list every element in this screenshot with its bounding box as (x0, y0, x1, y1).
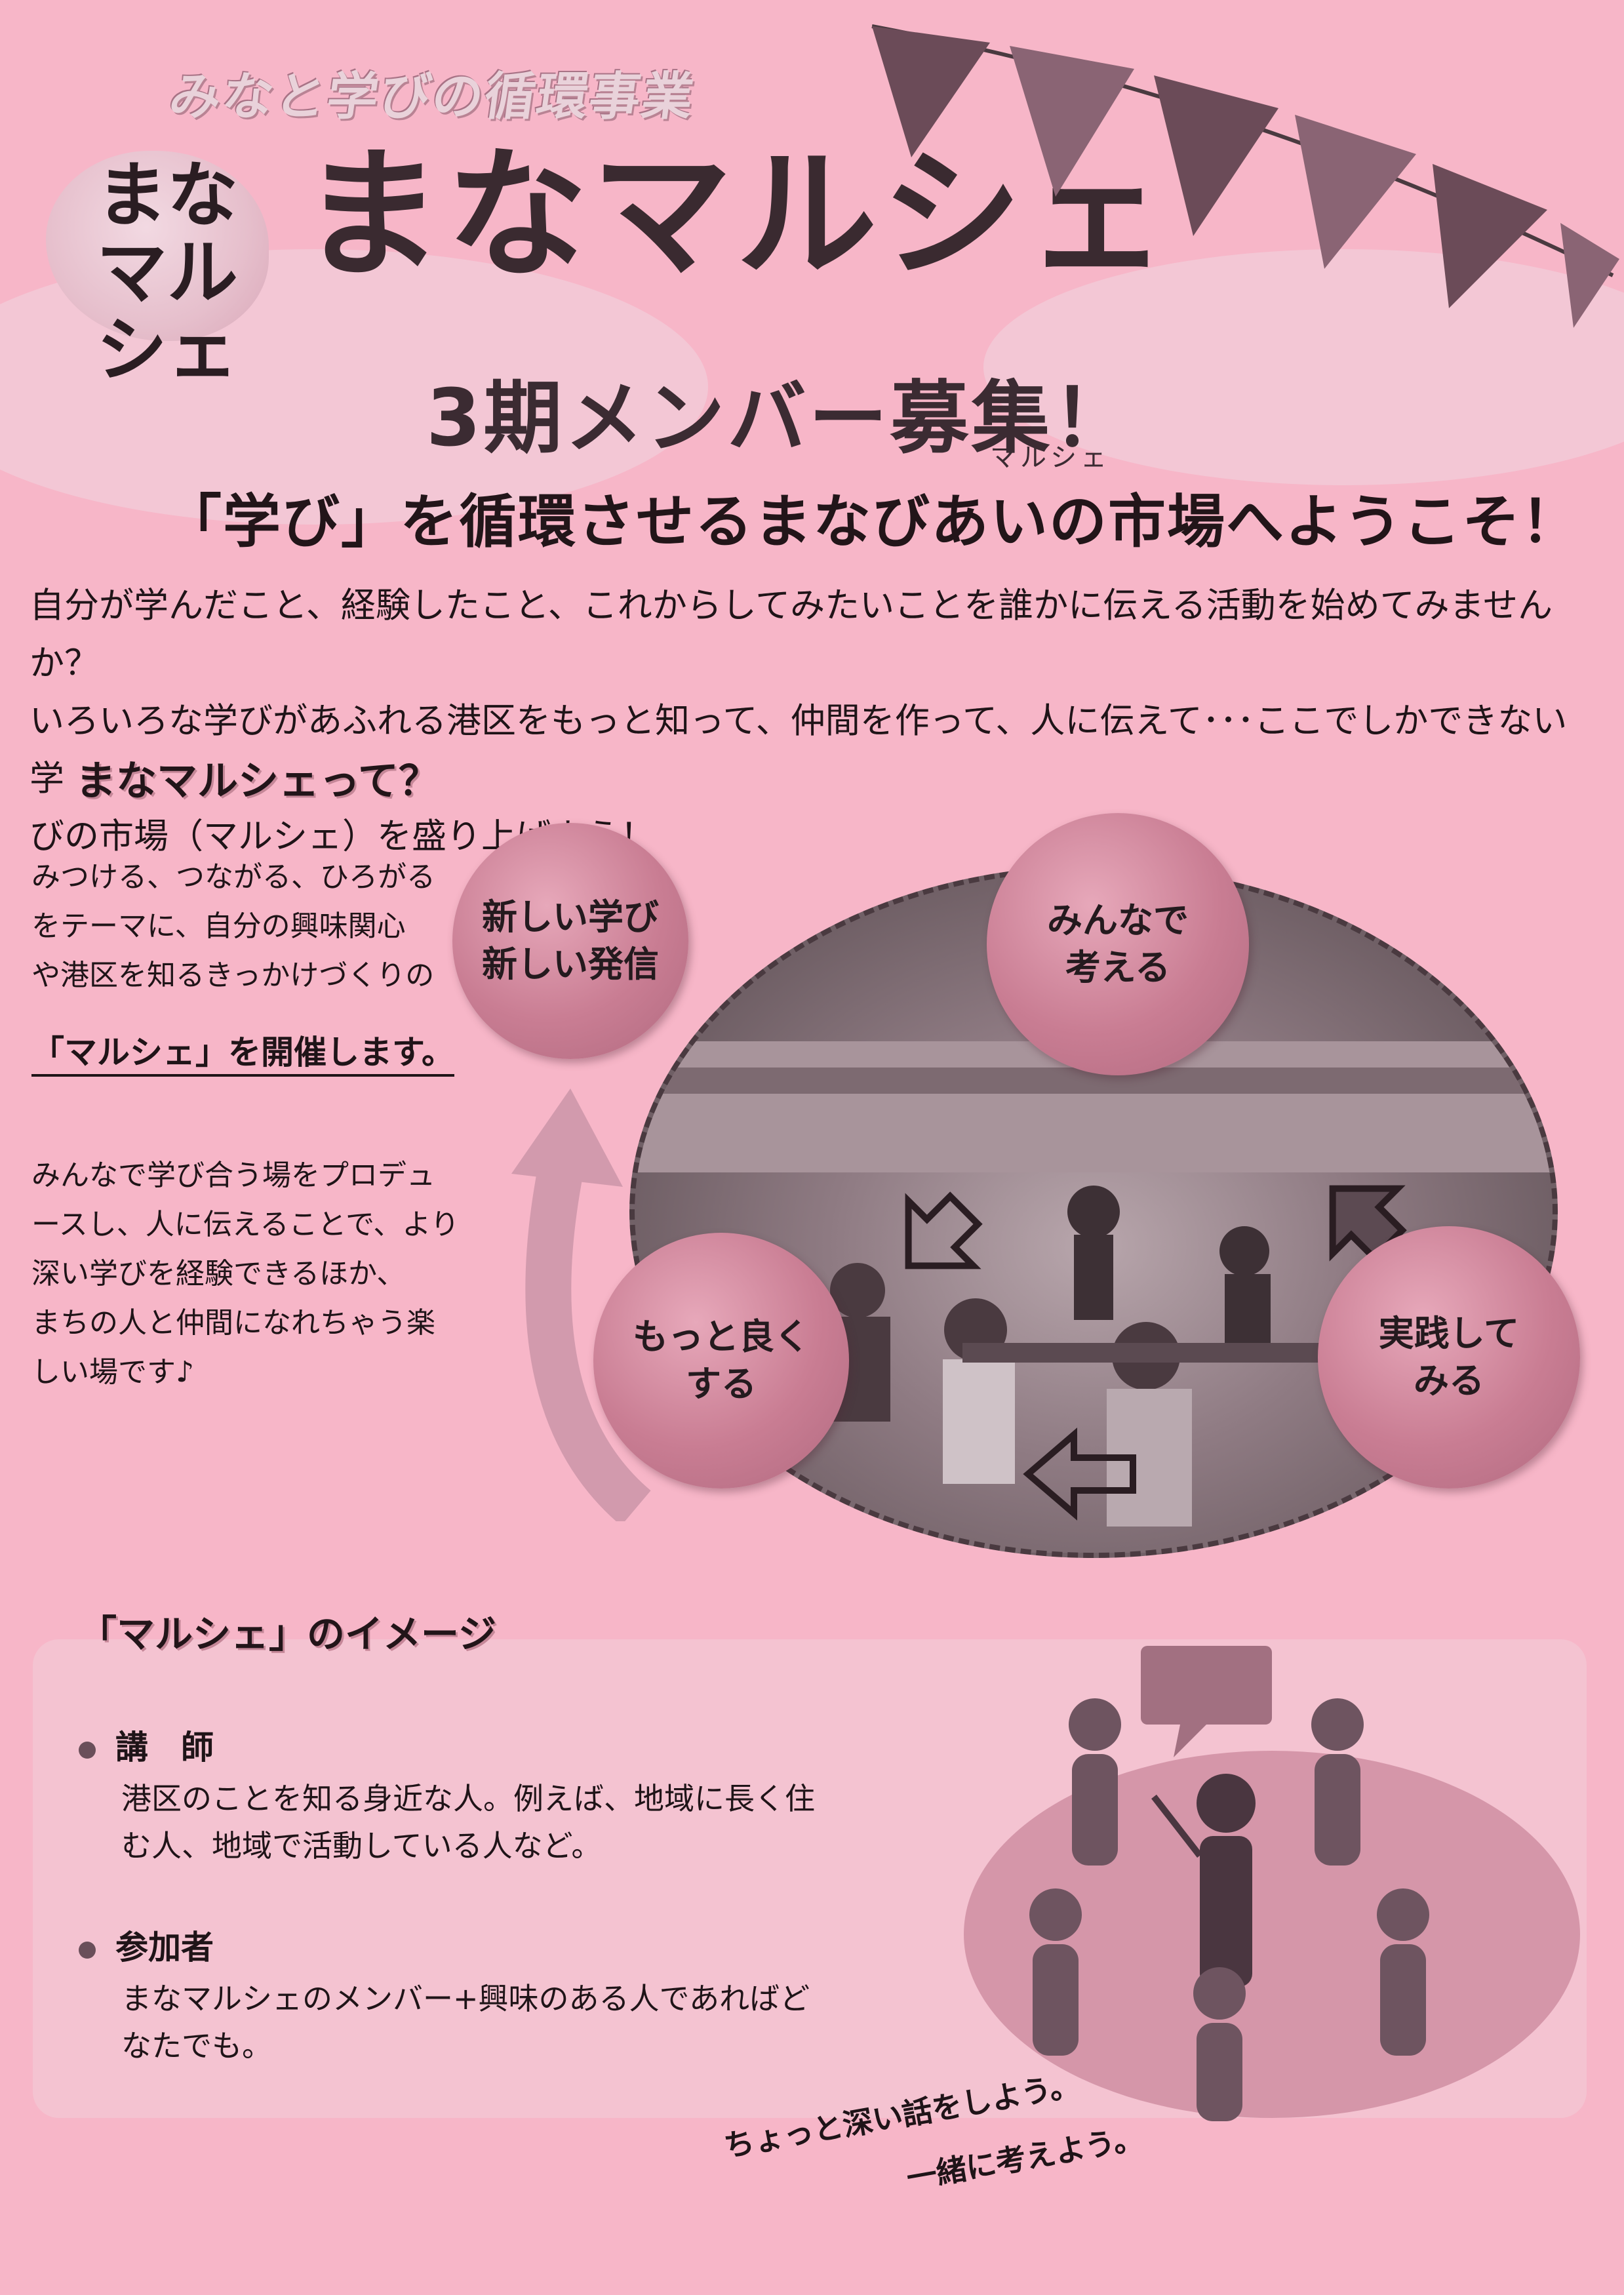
cycle-label: みんなで (1047, 900, 1189, 941)
cycle-label: みる (1413, 1360, 1484, 1401)
bunting-flag (1560, 223, 1619, 328)
about-line: ースし、人に伝えることで、より (31, 1208, 460, 1241)
cycle-improve: もっと良く する (593, 1233, 849, 1488)
lecturer-block: 講 師 港区のことを知る身近な人。例えば、地域に長く住 む人、地域で活動している… (79, 1721, 931, 1869)
cycle-practice: 実践して みる (1318, 1226, 1580, 1488)
bunting-flag (872, 26, 990, 157)
tagline: 「学び」を循環させるまなびあいの市場へようこそ！ (164, 488, 1581, 555)
cycle-new-learning: 新しい学び 新しい発信 (452, 823, 688, 1059)
lecturer-line: む人、地域で活動している人など。 (121, 1828, 602, 1864)
about-para1: みつける、つながる、ひろがる をテーマに、自分の興味関心 や港区を知るきっかけづ… (31, 852, 477, 1000)
participant-line: なたでも。 (121, 2028, 272, 2064)
recruit-heading: 3期メンバー募集！ (426, 373, 1134, 464)
cycle-label: 考える (1065, 947, 1171, 988)
bunting-flag (1295, 115, 1416, 269)
intro-line: 自分が学んだこと、経験したこと、これからしてみたいことを誰かに伝える活動を始めて… (30, 586, 1553, 683)
cycle-think-together: みんなで 考える (987, 813, 1249, 1075)
people-illustration (964, 1646, 1580, 2121)
curved-arrow-icon (511, 1088, 651, 1521)
about-para2: みんなで学び合う場をプロデュ ースし、人に伝えることで、より 深い学びを経験でき… (31, 1151, 477, 1397)
lecturer-line: 港区のことを知る身近な人。例えば、地域に長く住 (121, 1781, 815, 1816)
cycle-label: する (686, 1363, 757, 1405)
series-label: みなと学びの循環事業 (165, 68, 699, 127)
about-line: 深い学びを経験できるほか、 (31, 1257, 406, 1290)
person-icon (1029, 1888, 1082, 2056)
person-icon (1377, 1888, 1429, 2056)
intro-line: いろいろな学びがあふれる港区をもっと知って、仲間を作って、人に伝えて･･･ここで… (30, 701, 1568, 799)
lecturer-title: 講 師 (115, 1728, 214, 1766)
logo-text: まなマルシェ (96, 155, 238, 391)
bullet-icon (79, 1941, 96, 1959)
bunting-flag (1154, 75, 1278, 236)
about-heading: まなマルシェって？ (75, 757, 439, 805)
cycle-label: 新しい学び (482, 896, 659, 938)
participant-block: 参加者 まなマルシェのメンバー+興味のある人であればど なたでも。 (79, 1921, 931, 2069)
tagline-ruby: マルシェ (990, 443, 1111, 473)
person-icon (1193, 1967, 1246, 2121)
about-line: みつける、つながる、ひろがる (31, 860, 435, 894)
about-highlight: 「マルシェ」を開催します。 (31, 1033, 454, 1077)
about-line: や港区を知るきっかけづくりの (31, 959, 435, 992)
person-icon (1069, 1698, 1121, 1866)
bunting-flag (1010, 46, 1134, 197)
bunting-decoration (871, 24, 1619, 328)
about-line: みんなで学び合う場をプロデュ (31, 1159, 435, 1192)
presenter-icon (1151, 1774, 1256, 1987)
person-icon (1311, 1698, 1364, 1866)
logo: まなマルシェ (69, 157, 266, 389)
logo-badge (46, 151, 269, 341)
cycle-label: 新しい発信 (482, 944, 659, 985)
cycle-label: 実践して (1378, 1313, 1520, 1354)
bullet-icon (79, 1741, 96, 1759)
participant-line: まなマルシェのメンバー+興味のある人であればど (121, 1981, 810, 2016)
about-line: をテーマに、自分の興味関心 (31, 909, 406, 943)
intro-paragraph: 自分が学んだこと、経験したこと、これからしてみたいことを誰かに伝える活動を始めて… (30, 577, 1596, 866)
background-cloud-right (983, 249, 1624, 485)
image-heading: 「マルシェ」のイメージ (79, 1612, 496, 1656)
about-line: しい場です♪ (31, 1355, 195, 1389)
about-line: まちの人と仲間になれちゃう楽 (31, 1306, 435, 1340)
bunting-flag (1433, 164, 1547, 308)
page-title: まなマルシェ (302, 132, 1171, 297)
participant-title: 参加者 (115, 1928, 214, 1966)
about-highlight-wrap: 「マルシェ」を開催します。 (31, 1026, 454, 1077)
cycle-label: もっと良く (633, 1316, 810, 1357)
